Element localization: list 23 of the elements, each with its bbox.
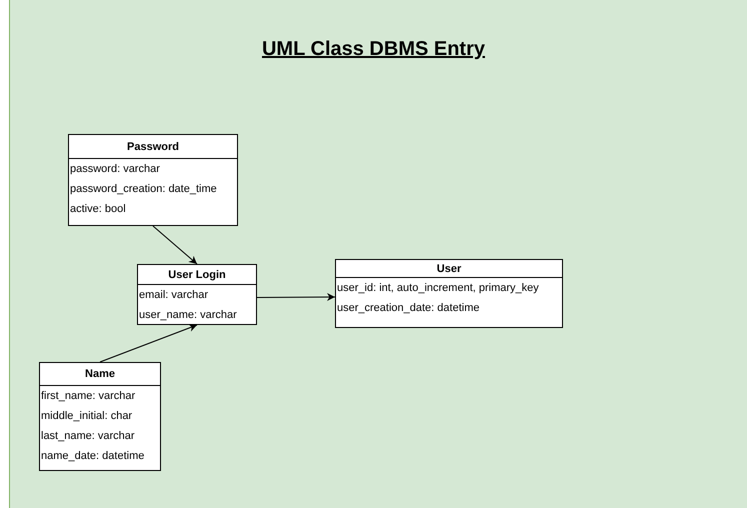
diagram-title: UML Class DBMS Entry bbox=[262, 38, 485, 60]
class-box bbox=[39, 362, 161, 471]
attribute-text: name_date: datetime bbox=[41, 450, 144, 462]
class-name: User bbox=[436, 262, 462, 274]
class-box bbox=[68, 134, 238, 226]
attribute-text: password_creation: date_time bbox=[70, 183, 217, 195]
attribute-text: user_name: varchar bbox=[139, 309, 237, 321]
arrow bbox=[256, 293, 336, 301]
class-box bbox=[335, 259, 563, 328]
attribute-text: user_id: int, auto_increment, primary_key bbox=[337, 282, 539, 294]
attribute-text: first_name: varchar bbox=[41, 390, 136, 402]
attribute-text: last_name: varchar bbox=[41, 430, 135, 442]
attribute-text: email: varchar bbox=[139, 289, 208, 301]
class-name: User Login bbox=[168, 268, 226, 280]
class-name: Name bbox=[85, 368, 115, 380]
attribute-text: active: bool bbox=[70, 203, 126, 215]
class-name: Password bbox=[127, 140, 179, 152]
attribute-text: password: varchar bbox=[70, 163, 160, 175]
arrow bbox=[152, 226, 198, 264]
class-box bbox=[137, 264, 257, 325]
attribute-text: middle_initial: char bbox=[41, 410, 132, 422]
attribute-text: user_creation_date: datetime bbox=[337, 302, 480, 314]
arrow bbox=[100, 324, 198, 362]
